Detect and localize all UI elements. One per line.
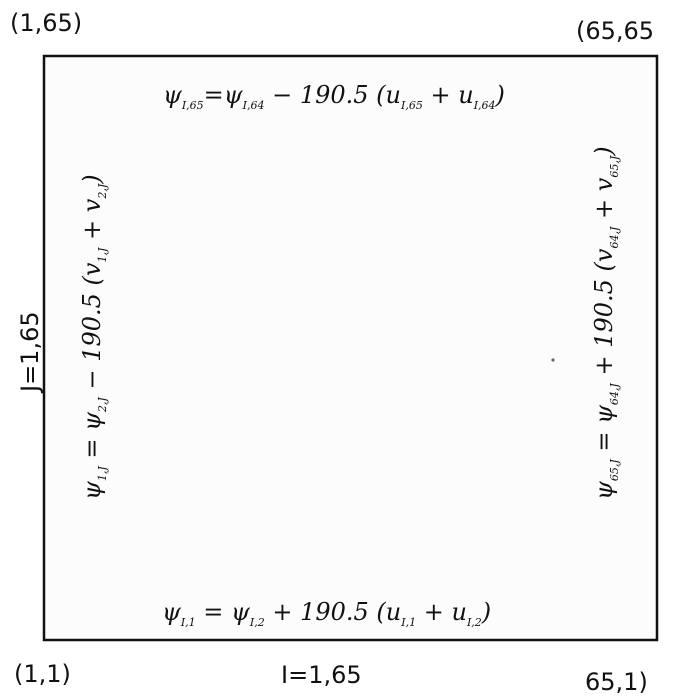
top-boundary-equation: ψI,65=ψI,64 − 190.5 (uI,65 + uI,64)	[163, 81, 505, 112]
corner-top-right-label: (65,65	[576, 17, 654, 45]
stray-dot	[551, 358, 555, 362]
horizontal-axis-label: I=1,65	[281, 661, 362, 689]
vertical-axis-label: J=1,65	[16, 311, 44, 394]
left-boundary-equation: ψ1,J = ψ2,J − 190.5 (v1,J + v2,J)	[78, 174, 109, 500]
corner-bottom-left-label: (1,1)	[14, 660, 71, 688]
domain-box	[42, 54, 659, 642]
corner-bottom-right-label: 65,1)	[585, 668, 648, 696]
corner-top-left-label: (1,65)	[10, 9, 82, 37]
right-boundary-equation: ψ65,J = ψ64,J + 190.5 (v64,J + v65,J)	[590, 146, 621, 500]
bottom-boundary-equation: ψI,1 = ψI,2 + 190.5 (uI,1 + uI,2)	[162, 598, 491, 629]
